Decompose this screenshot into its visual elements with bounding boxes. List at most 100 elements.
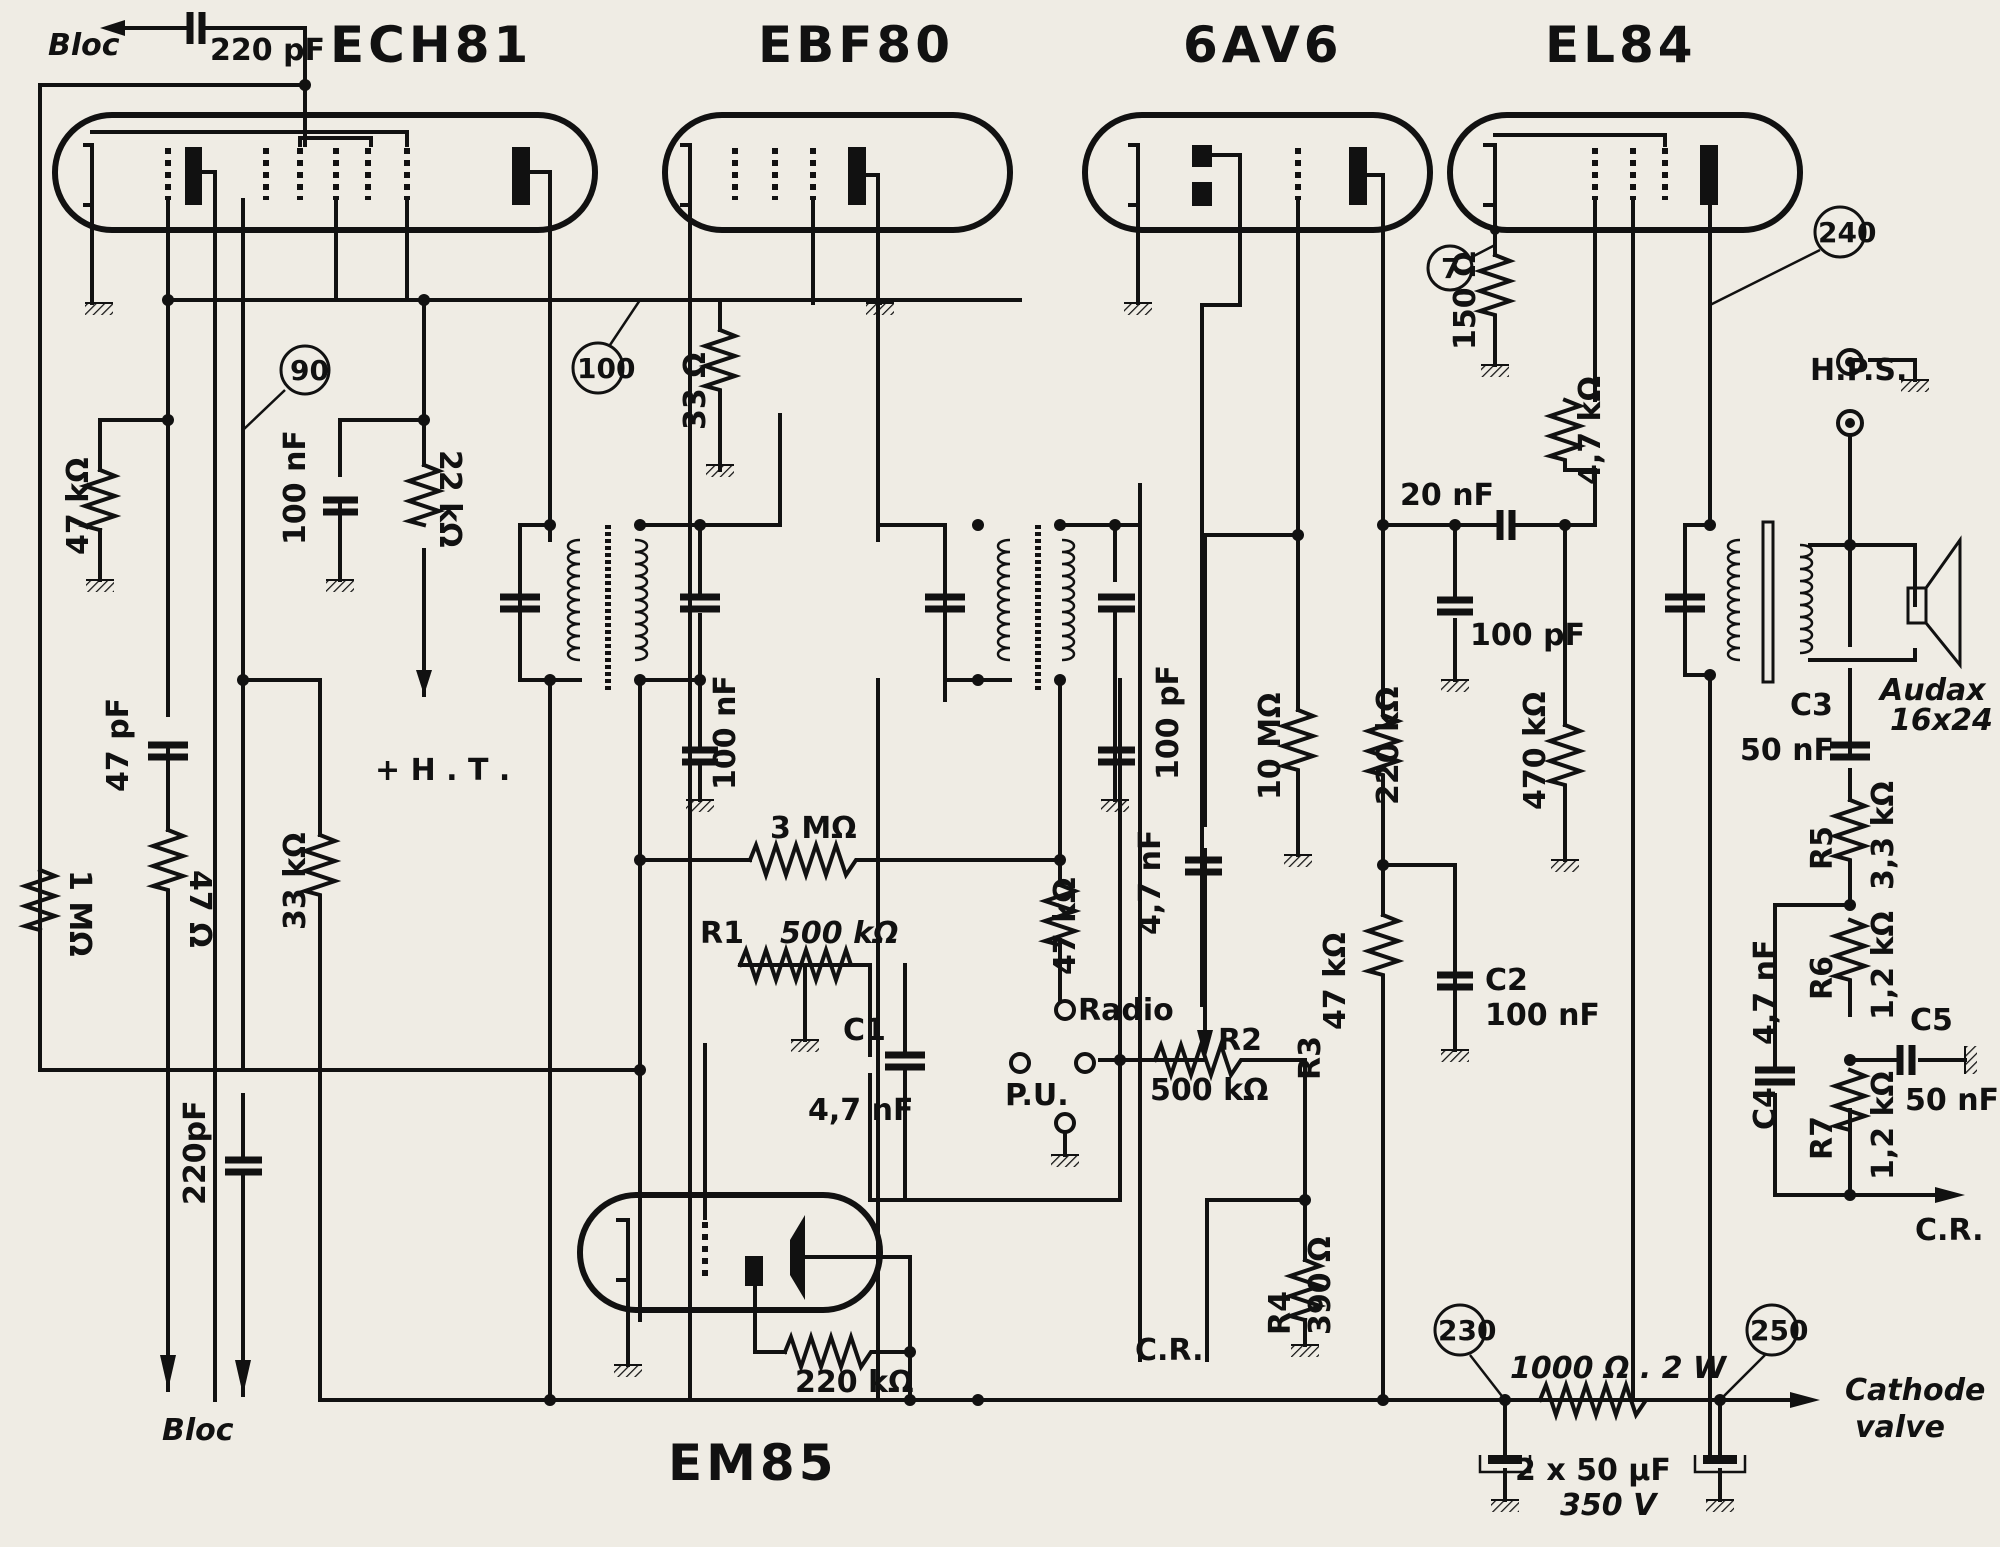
label-r6-value: 1,2 kΩ bbox=[1866, 911, 1901, 1020]
speaker-icon bbox=[1906, 535, 1962, 670]
ground-icon bbox=[1051, 1154, 1079, 1167]
capacitor-c2 bbox=[1437, 893, 1473, 1052]
ground-icon bbox=[1441, 679, 1469, 692]
label-bloc-bottom: Bloc bbox=[162, 1413, 234, 1448]
label-220k-plate: 220 kΩ bbox=[1371, 686, 1406, 805]
ground-icon bbox=[791, 1039, 819, 1052]
ground-icon bbox=[1101, 799, 1129, 812]
label-c1: C1 bbox=[843, 1013, 886, 1048]
test-point-90 bbox=[279, 344, 331, 396]
label-filter-cap: 2 x 50 µF bbox=[1515, 1453, 1671, 1488]
resistor-10meg bbox=[1276, 707, 1320, 792]
capacitor-100pf-det bbox=[1098, 746, 1135, 802]
label-r4: R4 bbox=[1263, 1291, 1298, 1335]
capacitor-filter-2 bbox=[1693, 1455, 1747, 1474]
label-100pf-det: 100 pF bbox=[1151, 665, 1186, 780]
label-cr-left: C.R. bbox=[1135, 1333, 1203, 1368]
label-r1-value: 500 kΩ bbox=[780, 916, 899, 951]
test-point-250 bbox=[1745, 1303, 1799, 1357]
test-point-230 bbox=[1433, 1303, 1487, 1357]
label-c5: C5 bbox=[1910, 1003, 1953, 1038]
tube-envelope-em85 bbox=[577, 1192, 883, 1313]
svg-text:240: 240 bbox=[1818, 216, 1876, 249]
label-speaker-size: 16x24 bbox=[1890, 703, 1993, 738]
radio-contact bbox=[1054, 999, 1076, 1021]
resistor-33k bbox=[298, 832, 342, 937]
label-bloc-top: Bloc bbox=[48, 28, 120, 63]
resistor-r7 bbox=[1828, 1067, 1872, 1133]
label-r1: R1 bbox=[700, 916, 744, 951]
tube-label-el84: EL84 bbox=[1545, 16, 1697, 74]
capacitor-if1-secondary bbox=[680, 593, 720, 613]
label-c2-value: 100 nF bbox=[1485, 998, 1600, 1033]
label-r6: R6 bbox=[1805, 956, 1840, 1000]
ech81-electrodes bbox=[83, 130, 552, 1402]
label-pu: P.U. bbox=[1005, 1078, 1069, 1113]
capacitor-100pf-el bbox=[1437, 596, 1473, 616]
label-filter-voltage: 350 V bbox=[1560, 1488, 1659, 1523]
label-470k: 470 kΩ bbox=[1518, 691, 1553, 810]
ground-icon bbox=[811, 198, 894, 315]
label-20nf: 20 nF bbox=[1400, 478, 1494, 513]
label-speaker-brand: Audax bbox=[1878, 673, 1987, 708]
pu-contact-2 bbox=[1054, 1112, 1076, 1134]
ground-icon bbox=[1964, 1046, 1977, 1074]
ground-icon bbox=[1481, 364, 1509, 377]
label-radio: Radio bbox=[1078, 993, 1174, 1028]
resistor-4k7 bbox=[1543, 397, 1597, 472]
label-c1-value: 4,7 nF bbox=[808, 1093, 913, 1128]
label-47k-osc: 47 kΩ bbox=[61, 457, 96, 555]
label-220k-em: 220 kΩ bbox=[795, 1365, 914, 1400]
svg-text:7: 7 bbox=[1441, 252, 1460, 285]
label-cr-right: C.R. bbox=[1915, 1213, 1983, 1248]
capacitor-220pf-top bbox=[123, 12, 206, 44]
pu-contact-1 bbox=[1009, 1052, 1031, 1074]
resistor-r6 bbox=[1828, 917, 1872, 987]
label-100nf-if: 100 nF bbox=[708, 675, 743, 790]
label-10meg: 10 MΩ bbox=[1253, 692, 1288, 800]
ground-icon bbox=[1551, 859, 1579, 872]
ground-icon bbox=[326, 579, 354, 592]
capacitors bbox=[123, 12, 1916, 1474]
label-c3-value: 50 nF bbox=[1740, 733, 1834, 768]
label-r7-value: 1,2 kΩ bbox=[1866, 1071, 1901, 1180]
ground-icon bbox=[686, 799, 714, 812]
capacitor-100nf-ech bbox=[323, 496, 358, 516]
resistor-47ohm bbox=[146, 827, 190, 932]
label-r7: R7 bbox=[1805, 1116, 1840, 1160]
ground-icon bbox=[1901, 379, 1929, 392]
resistor-1meg bbox=[18, 867, 62, 933]
label-100pf-el: 100 pF bbox=[1470, 618, 1585, 653]
test-point-240 bbox=[1813, 205, 1867, 259]
hps-jack-1 bbox=[1836, 348, 1864, 376]
svg-text:100: 100 bbox=[577, 352, 635, 385]
label-r3: R3 bbox=[1293, 1036, 1328, 1080]
if-transformer-1 bbox=[566, 525, 649, 690]
capacitor-c3 bbox=[1830, 741, 1870, 761]
capacitor-c1 bbox=[885, 963, 925, 1202]
wires bbox=[38, 26, 1967, 1502]
label-4k7: 4,7 kΩ bbox=[1573, 376, 1608, 485]
label-220pf-top: 220 pF bbox=[210, 33, 325, 68]
capacitor-220pf-bot bbox=[225, 1156, 262, 1176]
label-cathode: Cathode bbox=[1845, 1373, 1985, 1408]
ground-icon bbox=[614, 1364, 642, 1377]
resistor-220k-em bbox=[782, 1330, 912, 1374]
svg-text:90: 90 bbox=[290, 354, 329, 387]
label-valve: valve bbox=[1855, 1410, 1945, 1445]
tube-label-em85: EM85 bbox=[668, 1434, 838, 1492]
label-c5-value: 50 nF bbox=[1905, 1083, 1999, 1118]
tube-envelope-6av6 bbox=[1082, 112, 1433, 233]
test-point-7 bbox=[1426, 244, 1474, 292]
capacitor-c4 bbox=[1755, 1066, 1795, 1086]
label-150ohm: 150 Ω bbox=[1448, 251, 1483, 350]
label-47k-det: 47 kΩ bbox=[1048, 877, 1083, 975]
capacitor-out-primary bbox=[1665, 593, 1705, 613]
if-transformer-2 bbox=[996, 525, 1076, 690]
label-1meg: 1 MΩ bbox=[62, 870, 97, 957]
output-transformer bbox=[1726, 520, 1814, 684]
resistor-r2-pot bbox=[1152, 1038, 1262, 1082]
component-labels: 220 pF 47 kΩ 47 pF 1 MΩ 47 Ω 220pF 33 kΩ… bbox=[61, 33, 1999, 1523]
label-33k: 33 kΩ bbox=[278, 832, 313, 930]
test-point-100 bbox=[571, 341, 625, 395]
